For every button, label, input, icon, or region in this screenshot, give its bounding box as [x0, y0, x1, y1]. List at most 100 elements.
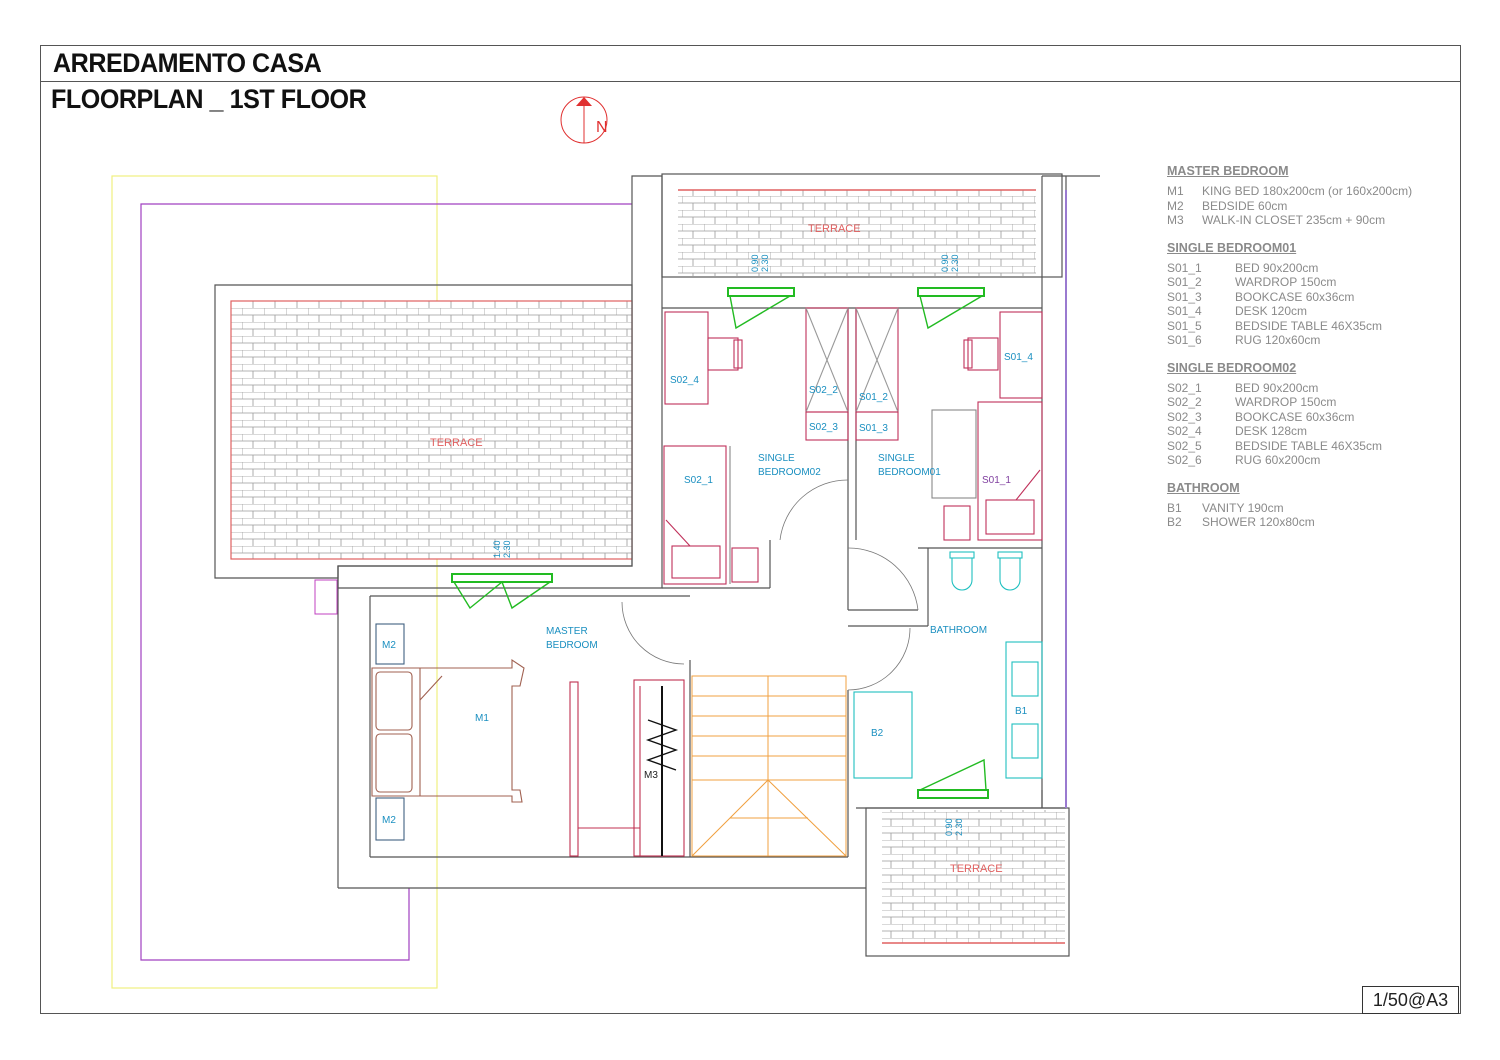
w-s02-dim-b: 2.30 [760, 254, 770, 272]
tag-m2-bottom: M2 [382, 815, 396, 826]
legend-section: MASTER BEDROOM M1 KING BED 180x200cm (or 1… [1167, 164, 1467, 228]
master-label-2: BEDROOM [546, 640, 598, 651]
window-dims: 0.90 2.30 0.90 2.30 1.40 2.30 0.90 2.30 [492, 254, 964, 836]
terrace-north: TERRACE [661, 173, 1063, 278]
legend-desc: KING BED 180x200cm (or 160x200cm) [1202, 184, 1413, 198]
legend-heading: BATHROOM [1167, 480, 1240, 495]
tag-s02-1: S02_1 [684, 475, 713, 486]
legend-desc: BEDSIDE 60cm [1202, 198, 1288, 213]
legend-code: S02_4 [1167, 424, 1202, 438]
tag-s02-2: S02_2 [809, 385, 838, 396]
terrace-south-label: TERRACE [950, 863, 1003, 875]
room-labels: MASTER BEDROOM SINGLE BEDROOM02 SINGLE B… [546, 453, 987, 651]
legend-desc: BEDSIDE TABLE 46X35cm [1235, 318, 1382, 333]
bedroom02-furniture [663, 307, 849, 585]
terrace-west: TERRACE [214, 284, 633, 579]
legend-heading: SINGLE BEDROOM02 [1167, 360, 1297, 375]
legend-desc: BEDSIDE TABLE 46X35cm [1235, 438, 1382, 453]
legend-desc: WARDROP 150cm [1235, 395, 1337, 409]
legend-code: S01_3 [1167, 289, 1202, 304]
legend-code: S02_6 [1167, 453, 1202, 467]
w-bath-dim-a: 0.90 [944, 818, 954, 836]
legend-desc: SHOWER 120x80cm [1202, 515, 1315, 529]
legend-code: B1 [1167, 500, 1182, 515]
north-label: N [596, 119, 608, 136]
legend-desc: RUG 120x60cm [1235, 333, 1321, 347]
tag-m3: M3 [644, 770, 658, 781]
w-bath-dim-b: 2.30 [954, 818, 964, 836]
legend-code: S01_4 [1167, 304, 1202, 318]
site-outline-yellow [111, 175, 438, 989]
tag-b2: B2 [871, 728, 884, 739]
purple-fixture [314, 579, 338, 615]
tag-s01-3: S01_3 [859, 423, 888, 434]
legend-row: S02_6 RUG 60x200cm [1167, 453, 1467, 468]
legend-code: S01_6 [1167, 333, 1202, 347]
legend-code: S01_2 [1167, 275, 1202, 289]
legend-code: S01_1 [1167, 260, 1202, 275]
legend-row: S01_5 BEDSIDE TABLE 46X35cm [1167, 319, 1467, 334]
legend-code: M1 [1167, 184, 1184, 198]
legend-heading: SINGLE BEDROOM01 [1167, 240, 1297, 255]
legend-row: M1 KING BED 180x200cm (or 160x200cm) [1167, 184, 1467, 199]
legend-desc: VANITY 190cm [1202, 500, 1284, 515]
legend-row: S01_3 BOOKCASE 60x36cm [1167, 290, 1467, 305]
title-band [40, 45, 1461, 82]
w-s01-dim-a: 0.90 [940, 254, 950, 272]
legend-desc: BED 90x200cm [1235, 260, 1319, 275]
legend-row: M2 BEDSIDE 60cm [1167, 199, 1467, 214]
furniture-tags: M1 M2 M2 M3 S02_4 S02_2 S02_3 S02_1 S01_… [382, 352, 1033, 826]
bed01-label-2: BEDROOM01 [878, 467, 941, 478]
drawing-subtitle: FLOORPLAN _ 1ST FLOOR [51, 84, 367, 114]
w-s02-dim-a: 0.90 [750, 254, 760, 272]
legend-row: B1 VANITY 190cm [1167, 501, 1467, 516]
scale-label: 1/50@A3 [1362, 986, 1459, 1014]
legend-row: S02_2 WARDROP 150cm [1167, 395, 1467, 410]
legend-row: S01_1 BED 90x200cm [1167, 261, 1467, 276]
terrace-north-label: TERRACE [808, 223, 861, 235]
tag-m1: M1 [475, 713, 489, 724]
site-outline-purple [140, 203, 632, 961]
bathroom-fixtures [853, 551, 1043, 779]
tag-s01-4: S01_4 [1004, 352, 1033, 363]
legend-code: S02_1 [1167, 380, 1202, 395]
legend-heading: MASTER BEDROOM [1167, 164, 1289, 178]
legend-code: S02_2 [1167, 395, 1202, 409]
windows-doors [451, 287, 989, 799]
legend-code: S02_3 [1167, 409, 1202, 424]
door-swings [621, 479, 919, 691]
legend-desc: RUG 60x200cm [1235, 453, 1321, 467]
legend-row: S01_4 DESK 120cm [1167, 304, 1467, 319]
tag-s02-4: S02_4 [670, 375, 699, 386]
terrace-west-label: TERRACE [430, 437, 483, 449]
w-master-dim-a: 1.40 [492, 540, 502, 558]
bed01-label-1: SINGLE [878, 453, 915, 464]
w-s01-dim-b: 2.30 [950, 254, 960, 272]
legend-code: M2 [1167, 198, 1184, 213]
tag-s01-1: S01_1 [982, 475, 1011, 486]
bed02-label-1: SINGLE [758, 453, 795, 464]
legend-code: M3 [1167, 213, 1184, 227]
bed02-label-2: BEDROOM02 [758, 467, 821, 478]
master-label-1: MASTER [546, 626, 588, 637]
legend-code: S02_5 [1167, 438, 1202, 453]
tag-s02-3: S02_3 [809, 422, 838, 433]
legend-desc: BOOKCASE 60x36cm [1235, 289, 1355, 304]
tag-s01-2: S01_2 [859, 392, 888, 403]
bedroom01-furniture [855, 307, 1043, 541]
drawing-title: ARREDAMENTO CASA [53, 48, 322, 78]
legend-code: B2 [1167, 515, 1182, 529]
legend-desc: DESK 120cm [1235, 304, 1308, 318]
legend-code: S01_5 [1167, 318, 1202, 333]
legend-row: B2 SHOWER 120x80cm [1167, 515, 1467, 530]
north-arrow-icon: N [560, 96, 608, 144]
legend-row: S02_5 BEDSIDE TABLE 46X35cm [1167, 439, 1467, 454]
